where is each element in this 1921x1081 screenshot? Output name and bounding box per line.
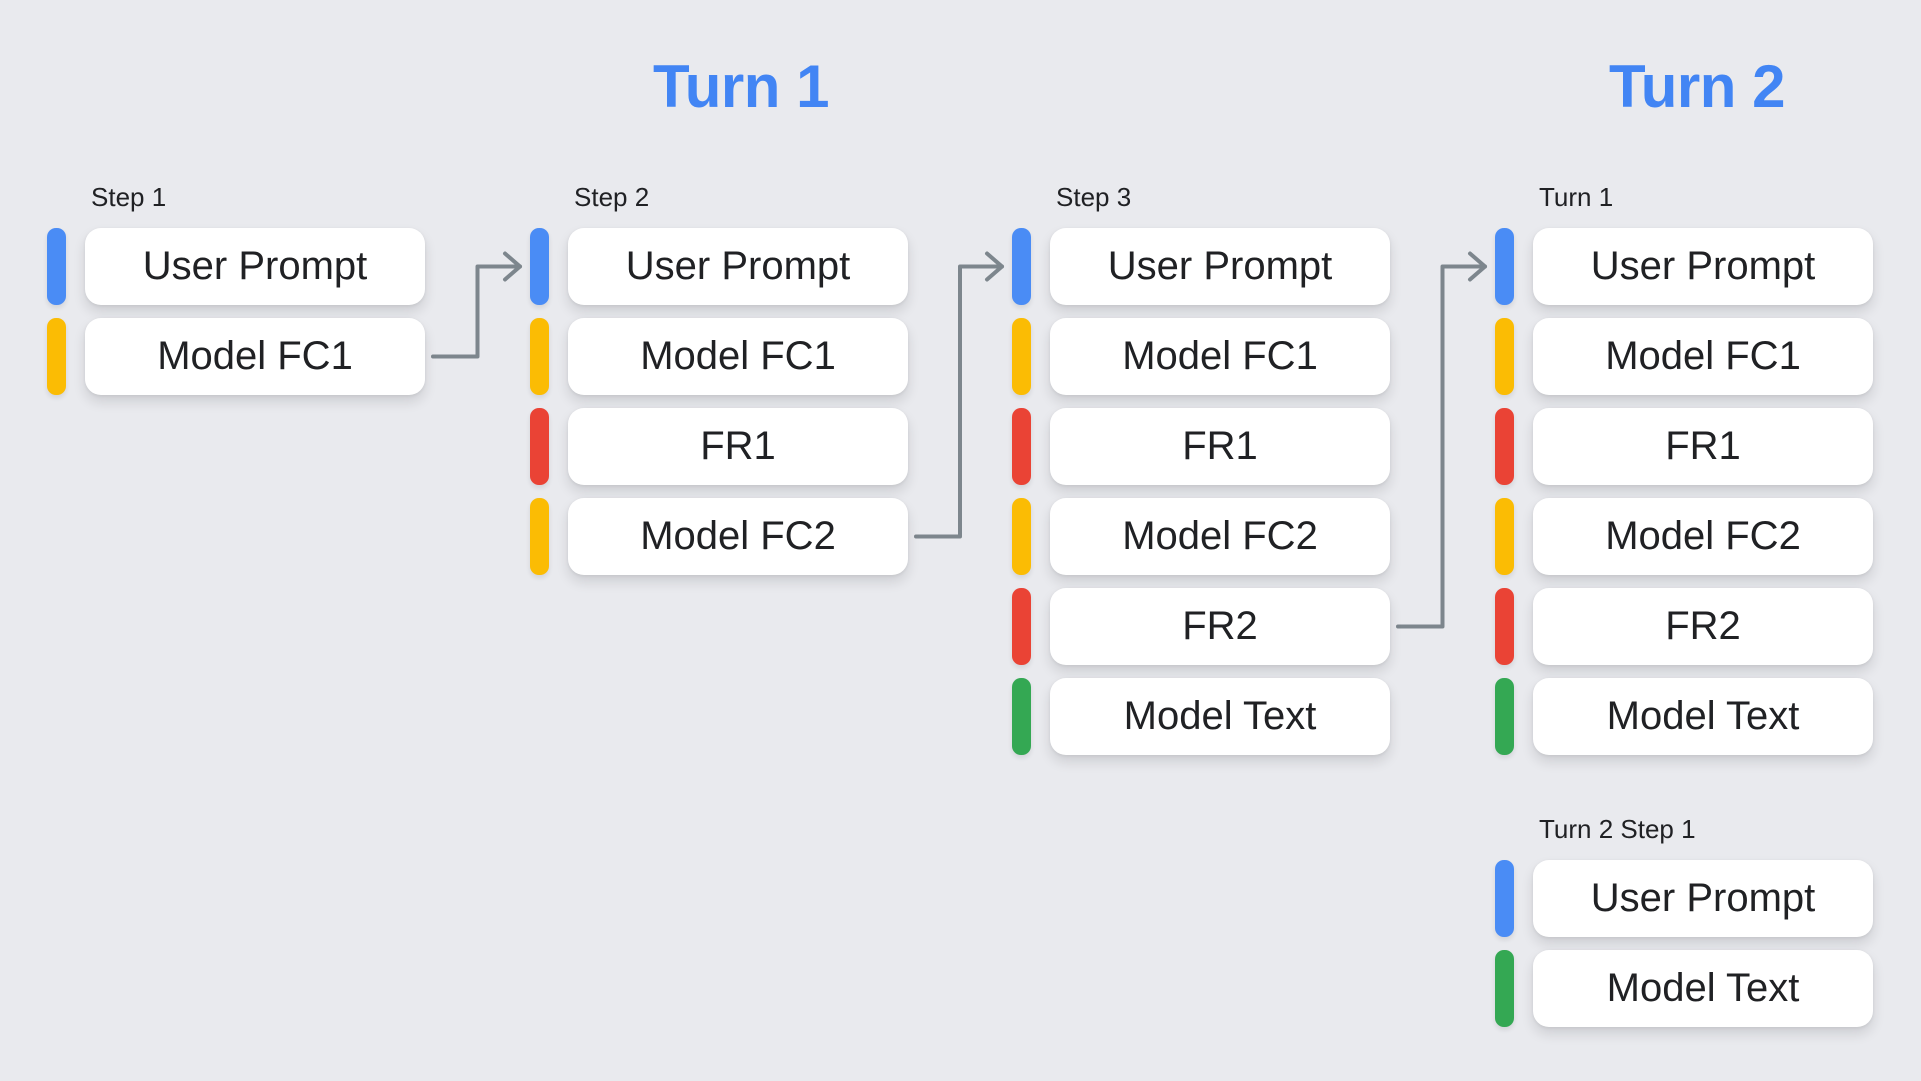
card-model-text: Model Text	[1533, 678, 1873, 755]
message-row: FR1	[1012, 408, 1390, 485]
model-text-color-bar	[1495, 678, 1514, 755]
message-row: Model Text	[1012, 678, 1390, 755]
card-fr2: FR2	[1050, 588, 1390, 665]
user-prompt-color-bar	[1495, 228, 1514, 305]
message-row: User Prompt	[1012, 228, 1390, 305]
message-row: User Prompt	[1495, 228, 1873, 305]
user-prompt-color-bar	[1495, 860, 1514, 937]
message-row: Model FC2	[530, 498, 908, 575]
message-row: FR1	[530, 408, 908, 485]
turn-1-title: Turn 1	[653, 53, 829, 120]
model-function-call-color-bar	[530, 498, 549, 575]
model-function-call-color-bar	[530, 318, 549, 395]
message-row: Model Text	[1495, 950, 1873, 1027]
column-label: Turn 1	[1539, 182, 1614, 212]
card-model-fc1: Model FC1	[85, 318, 425, 395]
card-fr1: FR1	[1533, 408, 1873, 485]
arrowhead-icon	[503, 251, 522, 282]
card-model-fc1: Model FC1	[1533, 318, 1873, 395]
card-fr1: FR1	[568, 408, 908, 485]
model-function-call-color-bar	[1495, 318, 1514, 395]
card-user-prompt: User Prompt	[85, 228, 425, 305]
message-row: User Prompt	[530, 228, 908, 305]
card-model-fc2: Model FC2	[1050, 498, 1390, 575]
model-function-call-color-bar	[1495, 498, 1514, 575]
arrowhead-icon	[985, 251, 1004, 282]
column-label: Step 1	[91, 182, 167, 212]
message-row: Model Text	[1495, 678, 1873, 755]
card-fr1: FR1	[1050, 408, 1390, 485]
message-row: Model FC1	[47, 318, 425, 395]
model-text-color-bar	[1495, 950, 1514, 1027]
message-row: User Prompt	[47, 228, 425, 305]
user-prompt-color-bar	[1012, 228, 1031, 305]
card-model-fc2: Model FC2	[568, 498, 908, 575]
connector-arrow-1	[431, 251, 522, 359]
card-model-fc1: Model FC1	[568, 318, 908, 395]
message-row: FR1	[1495, 408, 1873, 485]
card-model-fc1: Model FC1	[1050, 318, 1390, 395]
function-response-color-bar	[1012, 588, 1031, 665]
card-model-text: Model Text	[1050, 678, 1390, 755]
function-response-color-bar	[1495, 588, 1514, 665]
connector-arrow-2	[914, 251, 1004, 539]
model-function-call-color-bar	[1012, 318, 1031, 395]
model-function-call-color-bar	[1012, 498, 1031, 575]
function-response-color-bar	[530, 408, 549, 485]
card-user-prompt: User Prompt	[1533, 860, 1873, 937]
message-row: FR2	[1012, 588, 1390, 665]
column-label: Turn 2 Step 1	[1539, 814, 1696, 844]
card-user-prompt: User Prompt	[1533, 228, 1873, 305]
column-label: Step 2	[574, 182, 650, 212]
model-text-color-bar	[1012, 678, 1031, 755]
user-prompt-color-bar	[47, 228, 66, 305]
message-row: Model FC1	[1012, 318, 1390, 395]
message-row: Model FC1	[530, 318, 908, 395]
user-prompt-color-bar	[530, 228, 549, 305]
message-row: Model FC2	[1495, 498, 1873, 575]
card-model-fc2: Model FC2	[1533, 498, 1873, 575]
card-fr2: FR2	[1533, 588, 1873, 665]
message-row: FR2	[1495, 588, 1873, 665]
card-user-prompt: User Prompt	[1050, 228, 1390, 305]
function-response-color-bar	[1495, 408, 1514, 485]
message-row: Model FC2	[1012, 498, 1390, 575]
connector-arrow-3	[1396, 251, 1487, 629]
arrowhead-icon	[1468, 251, 1487, 282]
function-response-color-bar	[1012, 408, 1031, 485]
card-model-text: Model Text	[1533, 950, 1873, 1027]
model-function-call-color-bar	[47, 318, 66, 395]
column-label: Step 3	[1056, 182, 1132, 212]
message-row: User Prompt	[1495, 860, 1873, 937]
message-row: Model FC1	[1495, 318, 1873, 395]
card-user-prompt: User Prompt	[568, 228, 908, 305]
turn-2-title: Turn 2	[1609, 53, 1785, 120]
